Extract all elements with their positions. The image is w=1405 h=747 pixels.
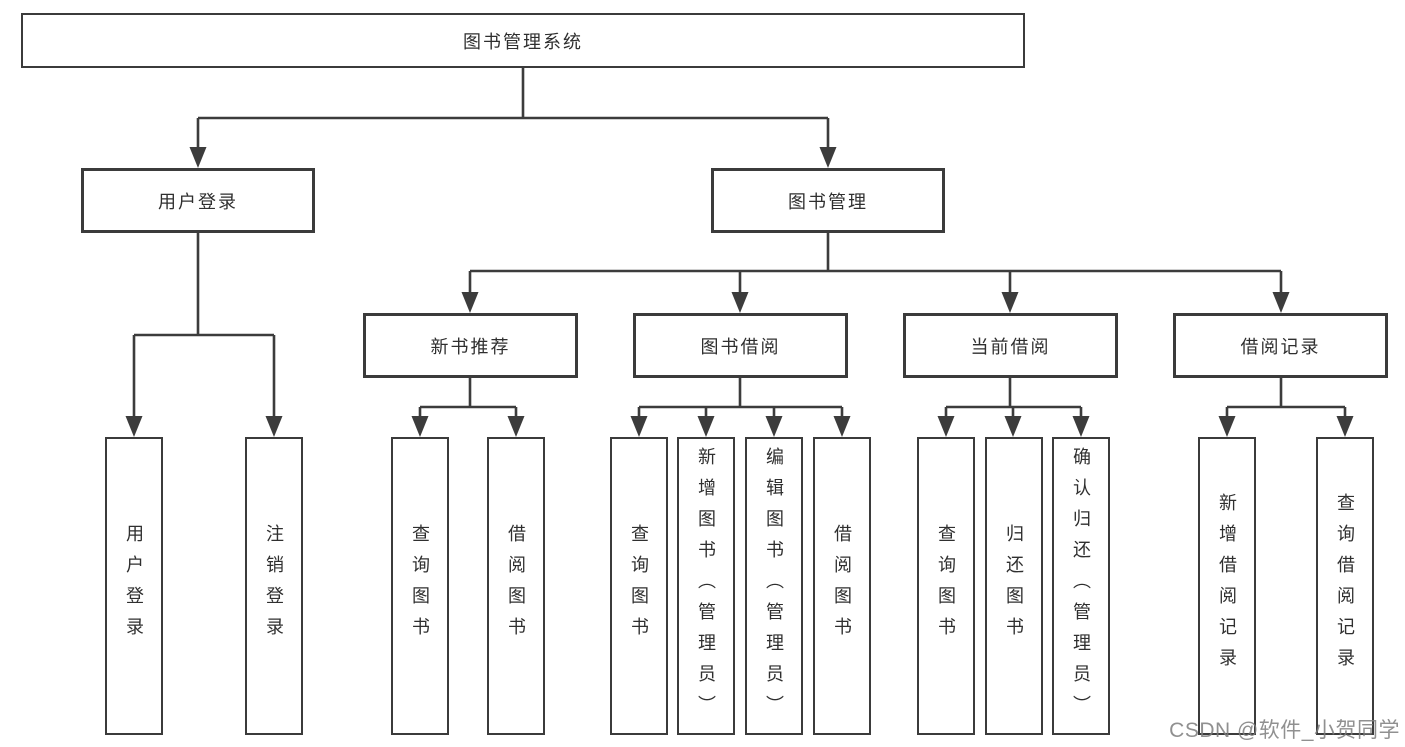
arrow-down-icon xyxy=(507,416,525,437)
node-label: 当前借阅 xyxy=(970,336,1051,357)
node-label: 图书借阅 xyxy=(700,336,781,357)
node-label: 用户登录 xyxy=(124,524,144,648)
node-label: 借阅图书 xyxy=(506,524,526,648)
arrow-down-icon xyxy=(411,416,429,437)
node-label: 查询图书 xyxy=(629,524,649,648)
node-leaf-borrow-books-rec: 借阅图书 xyxy=(487,437,545,735)
node-leaf-confirm-return-admin: 确认归还（管理员） xyxy=(1052,437,1110,735)
node-leaf-add-books-admin: 新增图书（管理员） xyxy=(677,437,735,735)
node-label: 用户登录 xyxy=(158,191,238,212)
csdn-watermark: CSDN @软件_小贺同学 xyxy=(1169,719,1400,742)
arrow-down-icon xyxy=(1336,416,1354,437)
node-label: 借阅图书 xyxy=(832,524,852,648)
node-user-login: 用户登录 xyxy=(81,168,315,233)
node-leaf-add-borrow-record: 新增借阅记录 xyxy=(1198,437,1256,735)
node-label: 新书推荐 xyxy=(430,336,511,357)
arrow-down-icon xyxy=(265,416,283,437)
node-label: 注销登录 xyxy=(264,524,284,648)
arrow-down-icon xyxy=(1001,292,1019,313)
node-label: 编辑图书（管理员） xyxy=(764,446,784,726)
arrow-down-icon xyxy=(1072,416,1090,437)
node-label: 查询图书 xyxy=(410,524,430,648)
node-label: 图书管理系统 xyxy=(463,31,583,52)
node-label: 确认归还（管理员） xyxy=(1071,446,1091,726)
node-label: 新增图书（管理员） xyxy=(696,446,716,726)
arrow-down-icon xyxy=(937,416,955,437)
arrow-down-icon xyxy=(125,416,143,437)
arrow-down-icon xyxy=(819,147,837,168)
arrow-down-icon xyxy=(1004,416,1022,437)
arrow-down-icon xyxy=(461,292,479,313)
edge-group-new-book-rec xyxy=(411,378,525,437)
arrow-down-icon xyxy=(765,416,783,437)
node-label: 新增借阅记录 xyxy=(1217,493,1237,679)
arrow-down-icon xyxy=(1218,416,1236,437)
node-leaf-return-books: 归还图书 xyxy=(985,437,1043,735)
node-label: 借阅记录 xyxy=(1240,336,1321,357)
node-label: 查询借阅记录 xyxy=(1335,493,1355,679)
node-leaf-borrow-books-bb: 借阅图书 xyxy=(813,437,871,735)
edge-group-current-borrow xyxy=(937,378,1090,437)
arrow-down-icon xyxy=(1272,292,1290,313)
node-new-book-recommendation: 新书推荐 xyxy=(363,313,578,378)
node-leaf-query-borrow-record: 查询借阅记录 xyxy=(1316,437,1374,735)
node-leaf-user-login: 用户登录 xyxy=(105,437,163,735)
node-borrowing-records: 借阅记录 xyxy=(1173,313,1388,378)
node-label: 归还图书 xyxy=(1004,524,1024,648)
edge-group-book-mgmt xyxy=(461,233,1290,313)
node-book-management: 图书管理 xyxy=(711,168,945,233)
edge-group-book-borrow xyxy=(630,378,851,437)
node-leaf-query-books-bb: 查询图书 xyxy=(610,437,668,735)
arrow-down-icon xyxy=(189,147,207,168)
node-leaf-edit-books-admin: 编辑图书（管理员） xyxy=(745,437,803,735)
node-current-borrowing: 当前借阅 xyxy=(903,313,1118,378)
arrow-down-icon xyxy=(630,416,648,437)
arrow-down-icon xyxy=(697,416,715,437)
edge-group-user-login xyxy=(125,233,283,437)
arrow-down-icon xyxy=(833,416,851,437)
node-label: 图书管理 xyxy=(788,191,868,212)
arrow-down-icon xyxy=(731,292,749,313)
node-leaf-query-books-cb: 查询图书 xyxy=(917,437,975,735)
node-leaf-logout: 注销登录 xyxy=(245,437,303,735)
node-label: 查询图书 xyxy=(936,524,956,648)
node-leaf-query-books-rec: 查询图书 xyxy=(391,437,449,735)
edge-group-borrow-record xyxy=(1218,378,1354,437)
node-root-system: 图书管理系统 xyxy=(21,13,1025,68)
edge-group-root xyxy=(189,68,837,168)
node-book-borrowing: 图书借阅 xyxy=(633,313,848,378)
